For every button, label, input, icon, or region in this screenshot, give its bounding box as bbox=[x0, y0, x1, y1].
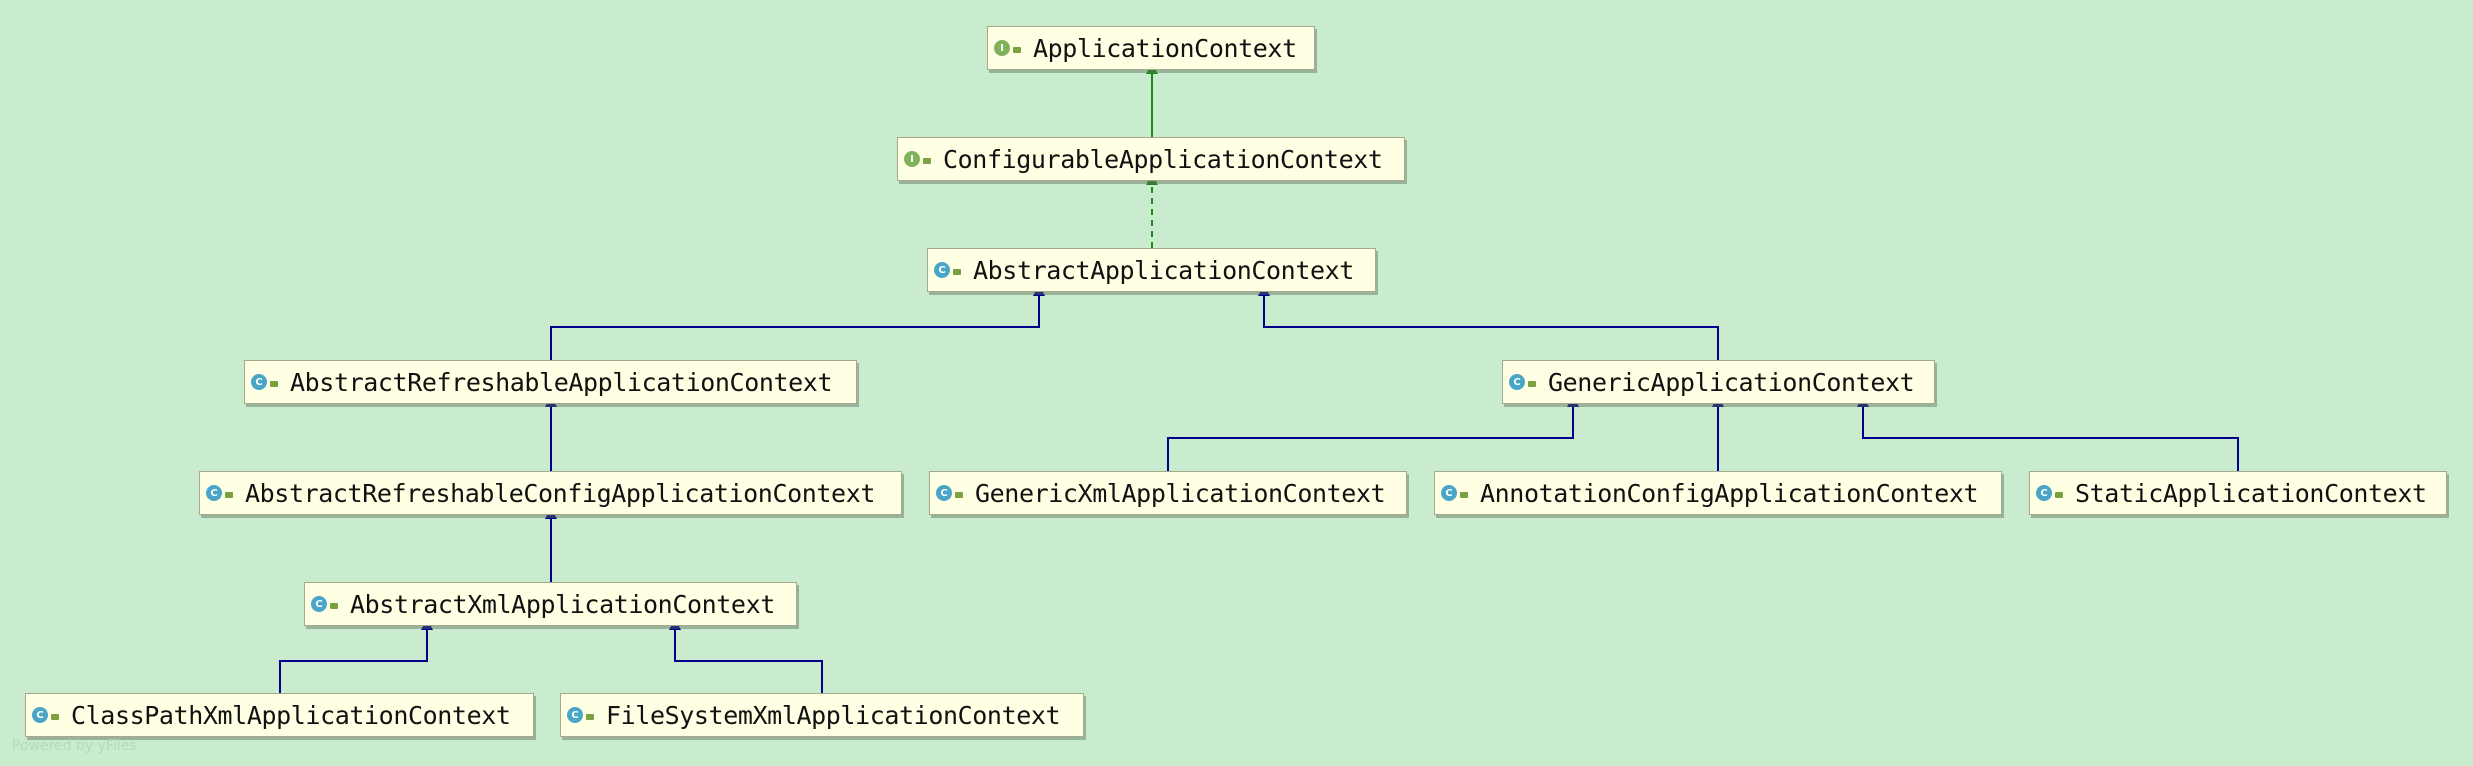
class-icon: C bbox=[251, 374, 267, 390]
node-label: AnnotationConfigApplicationContext bbox=[1480, 478, 1979, 508]
node-classpathxmlapplicationcontext[interactable]: C ClassPathXmlApplicationContext bbox=[25, 693, 534, 737]
interface-icon: I bbox=[994, 40, 1010, 56]
edge-genericxml-to-generic bbox=[1167, 395, 1579, 471]
class-icon: C bbox=[2036, 485, 2052, 501]
node-applicationcontext[interactable]: I ApplicationContext bbox=[987, 26, 1315, 70]
node-staticapplicationcontext[interactable]: C StaticApplicationContext bbox=[2029, 471, 2447, 515]
edge-classpathxml-to-abstractxml bbox=[279, 618, 433, 693]
lock-icon bbox=[225, 492, 233, 498]
interface-icon: I bbox=[904, 151, 920, 167]
lock-icon bbox=[923, 158, 931, 164]
class-icon: C bbox=[936, 485, 952, 501]
watermark: Powered by yFiles bbox=[12, 738, 137, 754]
node-label: StaticApplicationContext bbox=[2075, 478, 2427, 508]
node-label: AbstractApplicationContext bbox=[973, 255, 1354, 285]
node-filesystemxmlapplicationcontext[interactable]: C FileSystemXmlApplicationContext bbox=[560, 693, 1084, 737]
class-icon: C bbox=[1441, 485, 1457, 501]
lock-icon bbox=[955, 492, 963, 498]
lock-icon bbox=[2055, 492, 2063, 498]
node-abstractrefreshableapplicationcontext[interactable]: C AbstractRefreshableApplicationContext bbox=[244, 360, 857, 404]
class-icon: C bbox=[311, 596, 327, 612]
node-genericxmlapplicationcontext[interactable]: C GenericXmlApplicationContext bbox=[929, 471, 1407, 515]
node-abstractxmlapplicationcontext[interactable]: C AbstractXmlApplicationContext bbox=[304, 582, 797, 626]
lock-icon bbox=[51, 714, 59, 720]
class-icon: C bbox=[1509, 374, 1525, 390]
edge-filesystemxml-to-abstractxml bbox=[669, 618, 823, 693]
lock-icon bbox=[1460, 492, 1468, 498]
lock-icon bbox=[1528, 381, 1536, 387]
edge-static-to-generic bbox=[1857, 395, 2239, 471]
class-icon: C bbox=[32, 707, 48, 723]
node-label: GenericApplicationContext bbox=[1548, 367, 1915, 397]
node-label: AbstractRefreshableApplicationContext bbox=[290, 367, 833, 397]
node-label: ConfigurableApplicationContext bbox=[943, 144, 1383, 174]
node-label: AbstractXmlApplicationContext bbox=[350, 589, 775, 619]
node-label: AbstractRefreshableConfigApplicationCont… bbox=[245, 478, 876, 508]
class-icon: C bbox=[934, 262, 950, 278]
node-annotationconfigapplicationcontext[interactable]: C AnnotationConfigApplicationContext bbox=[1434, 471, 2002, 515]
node-genericapplicationcontext[interactable]: C GenericApplicationContext bbox=[1502, 360, 1935, 404]
class-icon: C bbox=[206, 485, 222, 501]
node-abstractrefreshableconfigapplicationcontext[interactable]: C AbstractRefreshableConfigApplicationCo… bbox=[199, 471, 902, 515]
lock-icon bbox=[330, 603, 338, 609]
node-label: FileSystemXmlApplicationContext bbox=[606, 700, 1061, 730]
edge-generic-to-abstract bbox=[1258, 284, 1719, 360]
node-abstractapplicationcontext[interactable]: C AbstractApplicationContext bbox=[927, 248, 1376, 292]
lock-icon bbox=[1013, 47, 1021, 53]
node-label: ClassPathXmlApplicationContext bbox=[71, 700, 511, 730]
node-label: GenericXmlApplicationContext bbox=[975, 478, 1386, 508]
class-icon: C bbox=[567, 707, 583, 723]
lock-icon bbox=[270, 381, 278, 387]
node-label: ApplicationContext bbox=[1033, 33, 1297, 63]
lock-icon bbox=[953, 269, 961, 275]
lock-icon bbox=[586, 714, 594, 720]
node-configurableapplicationcontext[interactable]: I ConfigurableApplicationContext bbox=[897, 137, 1405, 181]
edge-abstractrefreshable-to-abstract bbox=[550, 284, 1045, 360]
